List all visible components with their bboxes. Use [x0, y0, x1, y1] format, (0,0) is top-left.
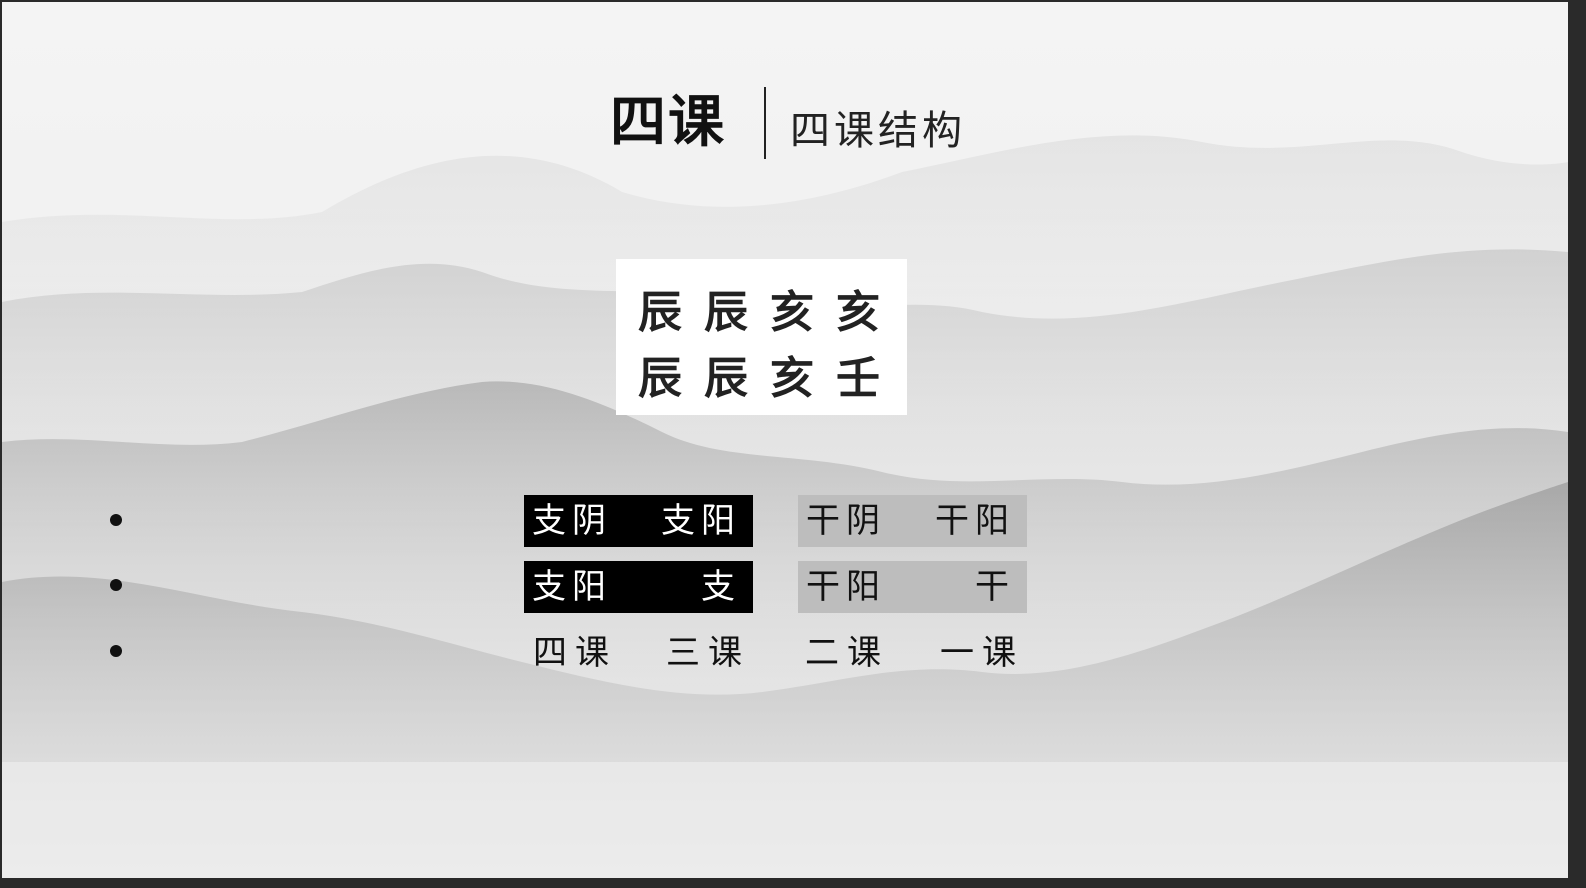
bullet-point [110, 579, 122, 591]
cell-text: 干阴 [806, 501, 886, 541]
page-title: 四课 [610, 89, 726, 155]
title-area: 四课 四课结构 [2, 87, 1568, 162]
chart-char: 辰 [638, 287, 682, 338]
chart-row-top: 辰 辰 亥 亥 [616, 283, 907, 343]
cell-text: 干阳 [806, 567, 886, 607]
structure-cell-stem-row2: 干阳 干 [798, 561, 1027, 613]
four-lessons-chart-image: 辰 辰 亥 亥 辰 辰 亥 壬 [616, 259, 907, 415]
chart-char: 亥 [770, 287, 814, 338]
chart-char: 辰 [704, 353, 748, 404]
lesson-label: 三课 [666, 633, 750, 673]
cell-text: 干阳 [935, 501, 1015, 541]
chart-char: 壬 [836, 353, 880, 404]
chart-row-bottom: 辰 辰 亥 壬 [616, 349, 907, 409]
bullet-point [110, 514, 122, 526]
lesson-label: 二课 [805, 633, 889, 673]
title-divider [764, 87, 766, 159]
structure-cell-branch-row1: 支阴 支阳 [524, 495, 753, 547]
slide: 四课 四课结构 辰 辰 亥 亥 辰 辰 亥 壬 支阴 支阳 干阴 干阳 支阳 支… [2, 2, 1568, 878]
lesson-label: 四课 [533, 633, 617, 673]
page-subtitle: 四课结构 [790, 108, 966, 154]
chart-char: 亥 [770, 353, 814, 404]
cell-text: 支阴 [532, 501, 612, 541]
cell-text: 支阳 [532, 567, 612, 607]
chart-char: 辰 [704, 287, 748, 338]
cell-text: 干 [975, 567, 1015, 607]
ink-mountain-background [2, 135, 1568, 878]
cell-text: 支 [701, 567, 741, 607]
lesson-label: 一课 [940, 633, 1024, 673]
structure-cell-branch-row2: 支阳 支 [524, 561, 753, 613]
bullet-point [110, 645, 122, 657]
structure-cell-stem-row1: 干阴 干阳 [798, 495, 1027, 547]
cell-text: 支阳 [661, 501, 741, 541]
chart-char: 亥 [836, 287, 880, 338]
chart-char: 辰 [638, 353, 682, 404]
